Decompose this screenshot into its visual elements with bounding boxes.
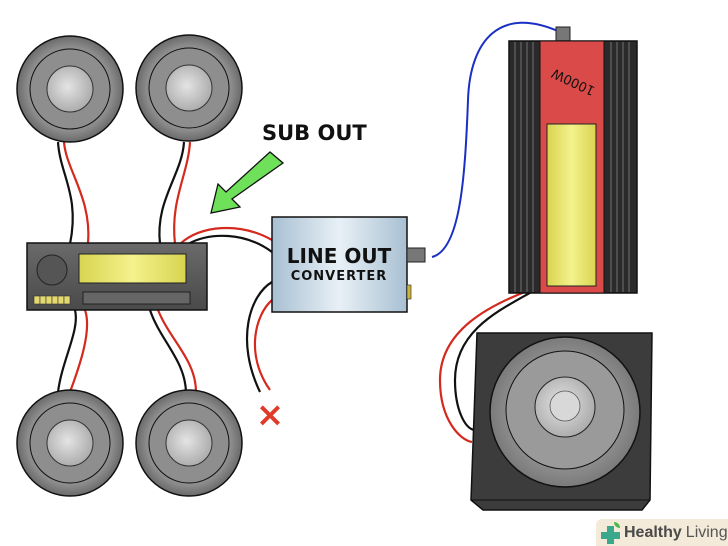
watermark-badge: Healthy Living bbox=[596, 519, 728, 546]
cd-slot bbox=[82, 291, 191, 305]
line-out-converter bbox=[271, 216, 426, 313]
amp-panel bbox=[546, 123, 597, 287]
converter-label-line2: CONVERTER bbox=[291, 269, 388, 284]
speaker-front-right bbox=[135, 34, 243, 142]
health-cross-icon bbox=[600, 521, 622, 544]
converter-label-line1: LINE OUT bbox=[287, 244, 392, 268]
preset-buttons bbox=[33, 295, 71, 305]
speaker-rear-right bbox=[135, 389, 243, 497]
sub-out-arrow bbox=[210, 151, 285, 214]
sub-out-wires bbox=[179, 226, 273, 393]
speaker-front-left bbox=[16, 35, 124, 143]
subwoofer bbox=[470, 332, 653, 511]
disconnected-x-mark: × bbox=[256, 395, 285, 435]
head-unit bbox=[26, 242, 208, 311]
amp-to-sub-wires bbox=[438, 288, 536, 444]
remote-wire bbox=[431, 21, 561, 258]
speaker-wires bbox=[56, 141, 198, 393]
watermark-brand-regular: Living bbox=[685, 523, 728, 541]
speaker-rear-left bbox=[16, 389, 124, 497]
watermark-brand-bold: Healthy bbox=[624, 523, 682, 541]
amplifier bbox=[508, 26, 638, 294]
stereo-display bbox=[78, 253, 187, 284]
sub-out-label: SUB OUT bbox=[262, 121, 367, 145]
volume-knob bbox=[36, 254, 68, 286]
